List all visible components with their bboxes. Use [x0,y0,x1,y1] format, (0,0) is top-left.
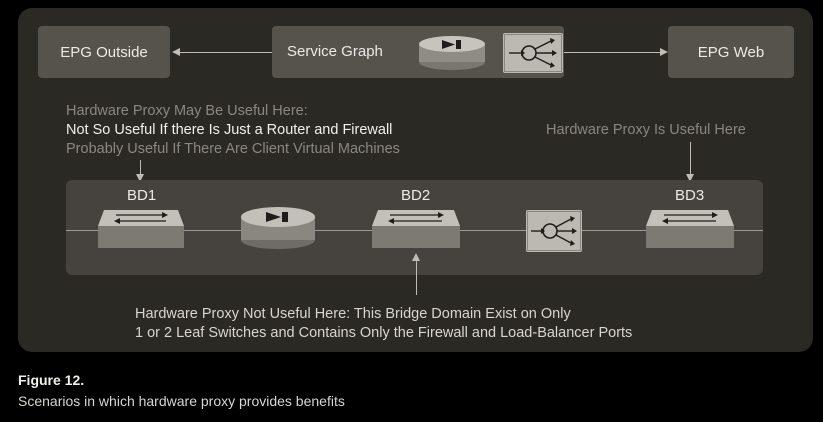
switch-bd2-icon [372,210,460,248]
arrow-bd2-line [416,261,417,295]
arrow-bd2-head-icon [412,253,420,261]
epg-web-label: EPG Web [697,43,765,61]
note-may-be-useful-line2: Not So Useful If there Is Just a Router … [66,122,393,138]
note-may-be-useful-line3: Probably Useful If There Are Client Virt… [66,141,400,157]
arrowhead-left-icon [172,48,180,56]
firewall-bd-icon [241,207,315,249]
switch-bd3-icon [646,210,734,248]
figure-caption: Scenarios in which hardware proxy provid… [18,393,345,409]
firewall-icon [419,36,485,70]
note-may-be-useful-line1: Hardware Proxy May Be Useful Here: [66,103,308,119]
note-is-useful: Hardware Proxy Is Useful Here [546,122,746,138]
switch-bd1-icon [98,210,184,248]
epg-web-box: EPG Web [668,26,794,78]
arrow-to-epg-web [564,52,660,53]
load-balancer-icon [503,33,563,73]
arrowhead-right-icon [660,48,668,56]
bd3-label: BD3 [675,187,705,204]
arrow-bd3-head-icon [686,174,694,182]
epg-outside-label: EPG Outside [60,43,148,61]
arrow-to-epg-outside [180,52,272,53]
figure-title: Figure 12. [18,372,85,388]
arrow-bd1-head-icon [136,174,144,182]
epg-outside-box: EPG Outside [38,26,170,78]
load-balancer-bd-icon [526,210,582,252]
bd1-label: BD1 [127,187,157,204]
arrow-bd3-line [690,142,691,174]
arrow-bd1-line [140,160,141,174]
bd2-label: BD2 [401,187,431,204]
note-not-useful-line1: Hardware Proxy Not Useful Here: This Bri… [135,306,571,322]
note-not-useful-line2: 1 or 2 Leaf Switches and Contains Only t… [135,325,633,341]
service-graph-label: Service Graph [287,43,383,60]
